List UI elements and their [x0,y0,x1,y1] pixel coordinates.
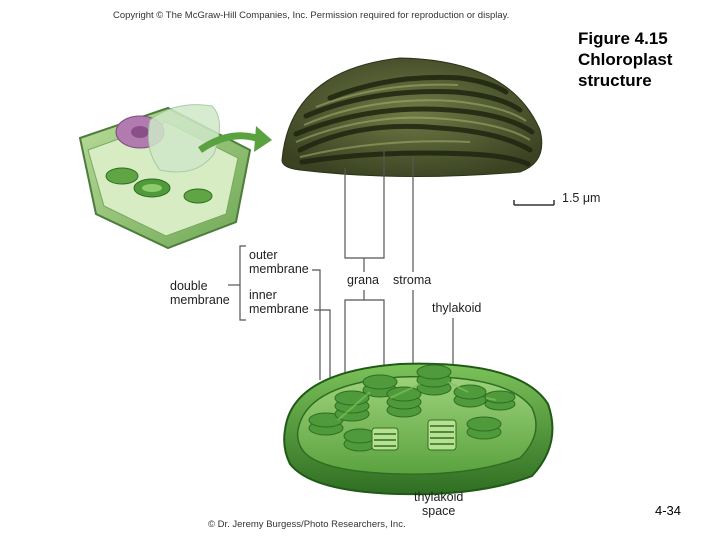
copyright-notice: Copyright © The McGraw-Hill Companies, I… [113,10,510,21]
double-membrane-label-line2: membrane [170,293,230,307]
stroma-label: stroma [393,273,432,287]
thylakoid-space-label-line1: thylakoid [414,490,464,504]
outer-membrane-label-line2: membrane [249,262,309,276]
plant-cell-thumbnail [78,104,272,250]
slide-number: 4-34 [655,503,682,518]
grana-label: grana [347,273,379,287]
scale-bar-label: 1.5 μm [562,191,601,205]
thylakoid-label: thylakoid [432,301,482,315]
chloroplast-model [283,362,554,496]
double-membrane-label-line1: double [170,279,208,293]
inner-membrane-label-line1: inner [249,288,277,302]
outer-membrane-label-line1: outer [249,248,278,262]
photo-credit: © Dr. Jeremy Burgess/Photo Researchers, … [208,519,406,530]
thylakoid-space-label-line2: space [422,504,456,518]
figure-title: Figure 4.15 Chloroplast structure [578,29,673,90]
leader-lines [228,150,454,488]
inner-membrane-label-line2: membrane [249,302,309,316]
chloroplast-micrograph [281,57,543,178]
